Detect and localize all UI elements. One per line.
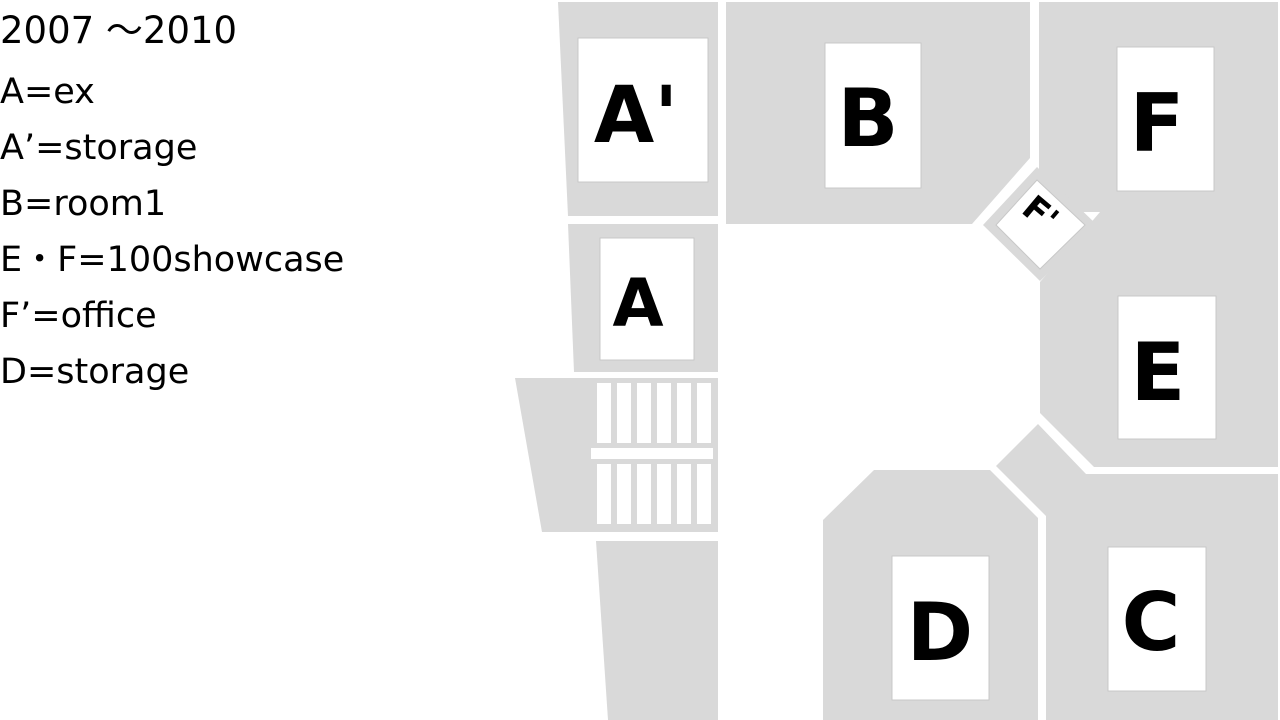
room-a-prime-label: A' (594, 71, 678, 161)
legend-entry-b: B=room1 (0, 184, 167, 224)
legend-entry-d: D=storage (0, 352, 190, 392)
room-b-label: B (838, 72, 899, 165)
room-c-label: C (1122, 576, 1181, 669)
stair-landing (591, 448, 713, 459)
room-b: B (726, 2, 1030, 224)
room-a-label: A (612, 265, 663, 342)
stair-step (677, 383, 691, 443)
legend-entry-f-prime: F’=office (0, 296, 157, 336)
stair-step (597, 464, 611, 524)
room-a: A (568, 224, 718, 372)
stair-step (617, 464, 631, 524)
stair-step (657, 464, 671, 524)
stair-step (697, 383, 711, 443)
stair-step (597, 383, 611, 443)
stair-area (515, 378, 718, 532)
room-c: C (996, 424, 1278, 720)
room-e: E (1040, 212, 1278, 467)
room-a-card (599, 237, 695, 361)
room-a-prime: A' (558, 2, 718, 216)
room-f-prime-card (995, 179, 1086, 270)
room-d-card (891, 555, 990, 701)
stair-step (637, 464, 651, 524)
stair-step (657, 383, 671, 443)
room-e-card (1117, 295, 1217, 440)
corridor-block (596, 541, 718, 720)
legend-entry-e-f: E・F=100showcase (0, 240, 345, 280)
stair-steps (591, 383, 713, 524)
room-f: F (1039, 2, 1278, 212)
stair-step (677, 464, 691, 524)
stair-step (617, 383, 631, 443)
stair-step (637, 383, 651, 443)
legend-entry-a-prime: A’=storage (0, 128, 198, 168)
room-f-label: F (1130, 77, 1185, 170)
legend: 2007 ～2010 A=ex A’=storage B=room1 E・F=1… (0, 8, 344, 400)
room-c-card (1107, 546, 1207, 692)
legend-period: 2007 ～2010 (0, 9, 238, 52)
legend-entry-a: A=ex (0, 72, 95, 112)
room-e-label: E (1131, 326, 1186, 419)
room-d-label: D (907, 586, 973, 679)
room-f-card (1116, 46, 1215, 192)
room-a-prime-card (577, 37, 709, 183)
room-b-card (824, 42, 922, 189)
stair-step (697, 464, 711, 524)
room-d: D (823, 470, 1038, 720)
